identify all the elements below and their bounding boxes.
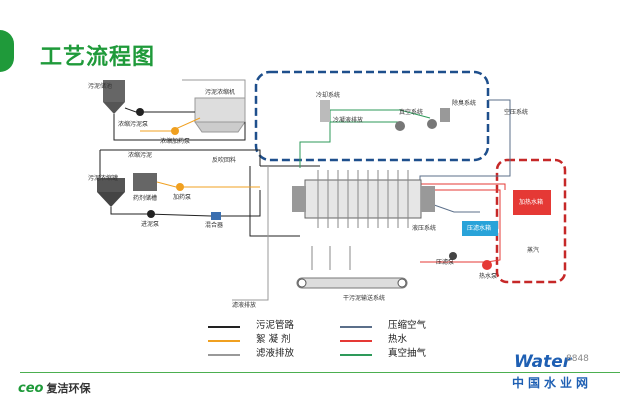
label-filter-tank: 压滤水箱 [467, 225, 492, 232]
legend-label-1: 压缩空气 [388, 320, 427, 331]
label-backwash: 反吹回料 [212, 157, 237, 164]
label-thick-pump: 浓缩污泥泵 [118, 121, 149, 128]
legend-line-5 [340, 354, 372, 356]
thickener [194, 97, 246, 123]
page-title: 工艺流程图 [40, 45, 156, 70]
label-hydraulic-system: 液压系统 [412, 225, 437, 232]
legend-label-3: 热水 [388, 334, 408, 345]
label-sludge-conc-tank: 污泥浓缩罐 [88, 175, 119, 182]
legend-line-1 [340, 326, 372, 328]
label-feed-pump: 进泥泵 [141, 221, 160, 228]
legend-label-4: 滤液排放 [256, 348, 295, 359]
legend-line-0 [208, 326, 240, 328]
footer-divider [20, 372, 620, 373]
label-vacuum-system: 真空系统 [399, 109, 424, 116]
title-tab [0, 30, 14, 72]
vacuum-section-box [254, 70, 490, 162]
mixer-symbol [211, 212, 221, 220]
legend-line-3 [340, 340, 372, 342]
vacuum-pump-b [427, 119, 437, 129]
sludge-conc-tank [97, 178, 125, 192]
heater [513, 190, 551, 215]
heat-section-box [495, 158, 567, 284]
label-filter-pump: 压滤泵 [436, 259, 455, 266]
label-condensate: 冷凝液排放 [333, 117, 364, 124]
label-sludge-tank: 污泥储池 [88, 83, 113, 90]
deodor-unit [440, 108, 450, 122]
condenser [320, 100, 330, 122]
label-mixer: 混合器 [205, 222, 224, 229]
watermark-number: 8848 [566, 354, 589, 364]
vacuum-pump-a [395, 121, 405, 131]
label-air-system: 空压系统 [504, 109, 529, 116]
legend-label-2: 絮 凝 剂 [256, 334, 291, 345]
label-filtrate-discharge: 滤液排放 [232, 302, 257, 309]
filter-pump-symbol [449, 252, 457, 260]
label-cooling-system: 冷却系统 [316, 92, 341, 99]
label-steam: 蒸汽 [527, 247, 540, 254]
sludge-storage-tank-cone [103, 102, 125, 114]
conveyor [296, 277, 408, 289]
watermark-site: 中国水业网 [512, 376, 593, 390]
filter-tank [462, 221, 498, 236]
sludge-storage-tank [103, 80, 125, 102]
label-thickener: 污泥浓缩机 [205, 89, 236, 96]
label-deodor-system: 除臭系统 [452, 100, 477, 107]
thick-dose-pump-symbol [171, 127, 179, 135]
watermark-logo: Water [514, 352, 572, 372]
label-hot-water-pump: 热水泵 [479, 273, 498, 280]
legend-label-0: 污泥管路 [256, 320, 295, 331]
label-chem-tank: 药剂储槽 [133, 195, 158, 202]
label-dry-sludge: 干污泥输送系统 [343, 295, 386, 302]
legend-line-2 [208, 340, 240, 342]
hot-water-pump-symbol [482, 260, 492, 270]
label-mix-tank: 浓缩污泥 [128, 152, 153, 159]
label-thick-dose-pump: 浓缩加药泵 [160, 138, 191, 145]
label-dose-pump: 加药泵 [173, 194, 192, 201]
filter-press-body [304, 179, 422, 219]
legend-label-5: 真空抽气 [388, 348, 427, 359]
label-heater: 加热水箱 [519, 199, 544, 206]
chem-tank [133, 173, 157, 191]
legend-line-4 [208, 354, 240, 356]
